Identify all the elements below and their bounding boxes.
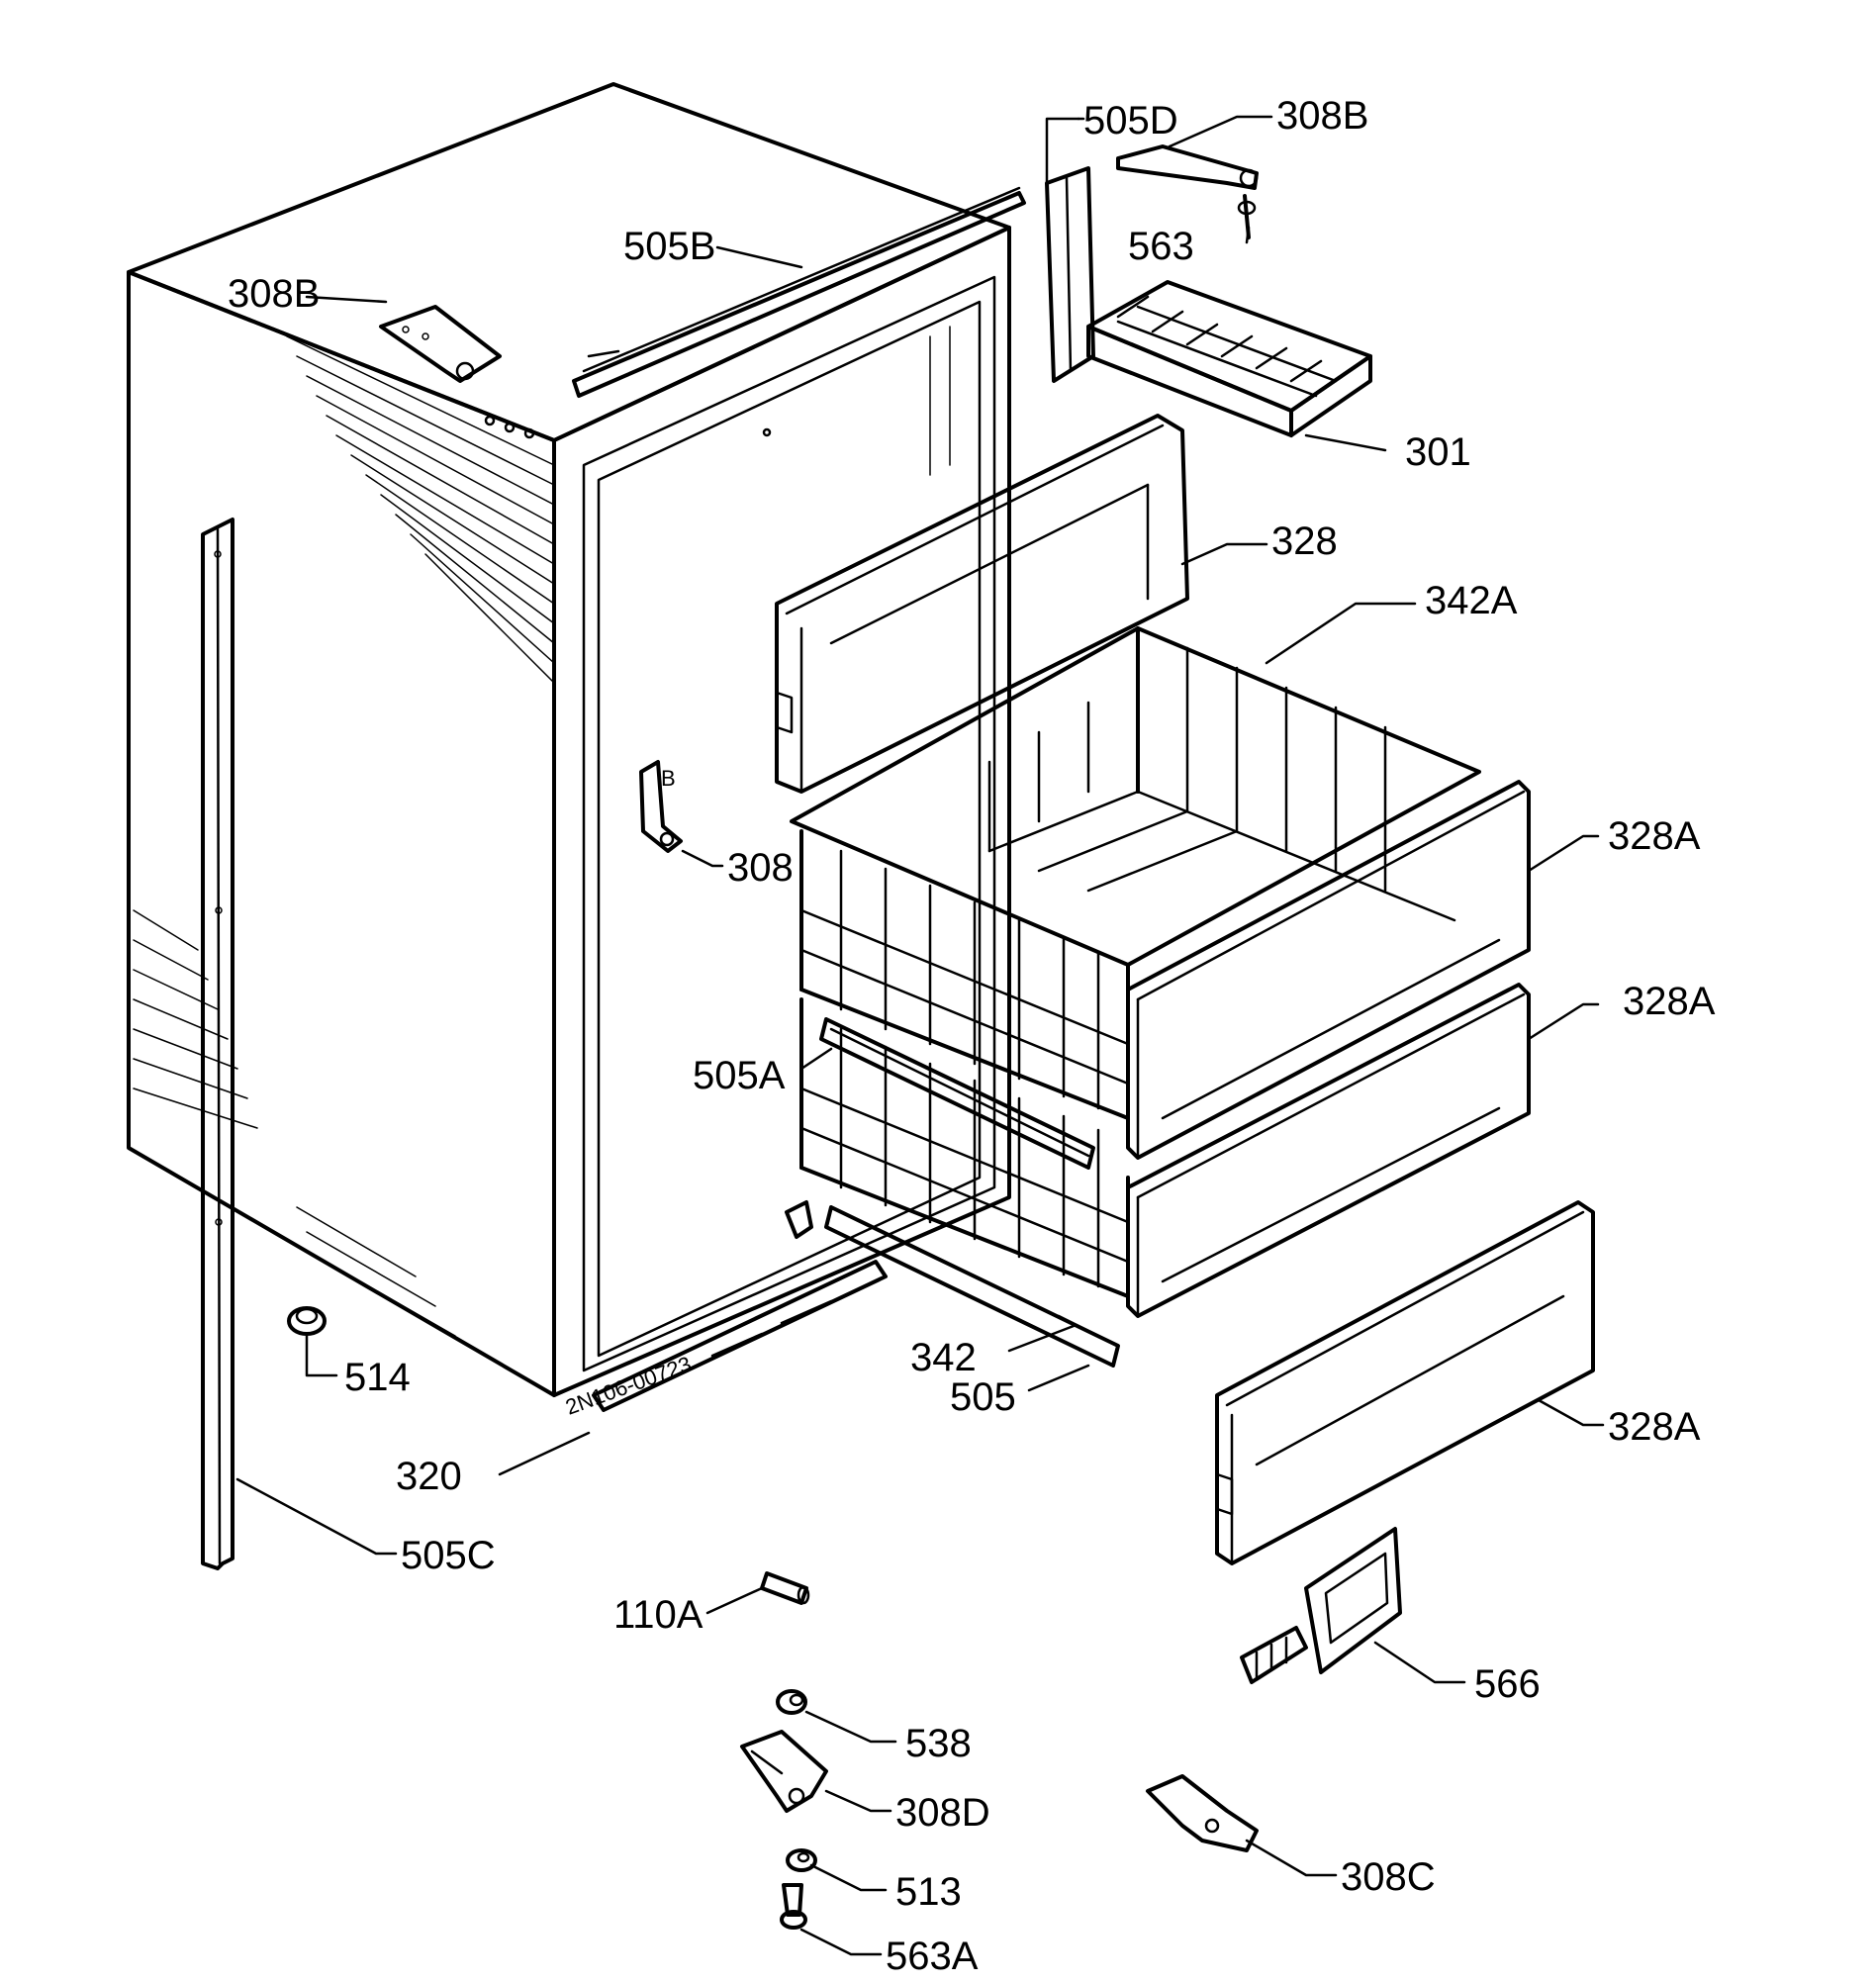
screw-563	[1237, 194, 1257, 239]
slide-rail-320	[592, 1260, 888, 1412]
label-342a: 342A	[1425, 579, 1518, 622]
hinge-308: B	[639, 760, 683, 853]
hinge-308c	[1146, 1774, 1259, 1852]
label-342: 342	[910, 1336, 977, 1379]
cabinet: 2N106-00723	[127, 82, 1011, 1420]
hinge-308d	[740, 1730, 828, 1813]
label-563a: 563A	[886, 1935, 979, 1978]
label-328a-1: 328A	[1608, 814, 1701, 858]
ice-tray-301	[1086, 280, 1372, 437]
part-labels: 505D 308B 563 505B 308B 301 328 342A 308…	[228, 94, 1716, 1978]
drawer-front-328a-3	[1215, 1200, 1595, 1565]
label-505: 505	[950, 1375, 1016, 1419]
screw-563a	[780, 1883, 807, 1930]
label-308: 308	[727, 846, 794, 890]
handle-566	[1240, 1527, 1402, 1684]
drawer-front-328a-1	[1126, 780, 1531, 1160]
hinge-308b-top	[1116, 144, 1259, 190]
label-563: 563	[1128, 225, 1194, 268]
label-308d: 308D	[895, 1791, 990, 1835]
rail-505d	[1045, 117, 1095, 383]
rail-505c	[201, 518, 234, 1570]
label-513: 513	[895, 1870, 962, 1914]
label-308c: 308C	[1341, 1855, 1436, 1899]
hinge-308b-left	[379, 305, 502, 383]
foot-514	[287, 1306, 327, 1336]
drawer-front-328a-2	[1126, 983, 1531, 1318]
wire-basket-342a	[790, 626, 1481, 1120]
label-308b-left: 308B	[228, 272, 320, 316]
leader-lines	[235, 115, 1605, 1956]
washer-513	[786, 1848, 817, 1872]
label-514: 514	[344, 1356, 411, 1399]
drawer-front-328	[775, 414, 1189, 794]
label-328: 328	[1271, 520, 1338, 563]
label-505c: 505C	[401, 1534, 496, 1577]
label-505b: 505B	[623, 225, 715, 268]
label-320: 320	[396, 1455, 462, 1498]
label-301: 301	[1405, 430, 1471, 474]
clip-near-505a	[785, 1200, 813, 1239]
label-328a-3: 328A	[1608, 1405, 1701, 1449]
svg-text:B: B	[661, 766, 676, 791]
label-110a: 110A	[613, 1593, 704, 1637]
label-505d: 505D	[1083, 99, 1178, 142]
side-shading	[133, 335, 555, 1337]
pin-110a	[760, 1571, 810, 1605]
cap-538	[776, 1689, 807, 1715]
rail-505	[824, 1205, 1120, 1368]
label-308b-top: 308B	[1276, 94, 1368, 138]
label-505a: 505A	[693, 1054, 786, 1097]
label-566: 566	[1474, 1662, 1541, 1706]
rail-505a	[819, 1017, 1095, 1170]
rail-505b	[572, 186, 1026, 398]
label-538: 538	[905, 1722, 972, 1765]
label-328a-2: 328A	[1623, 980, 1716, 1023]
